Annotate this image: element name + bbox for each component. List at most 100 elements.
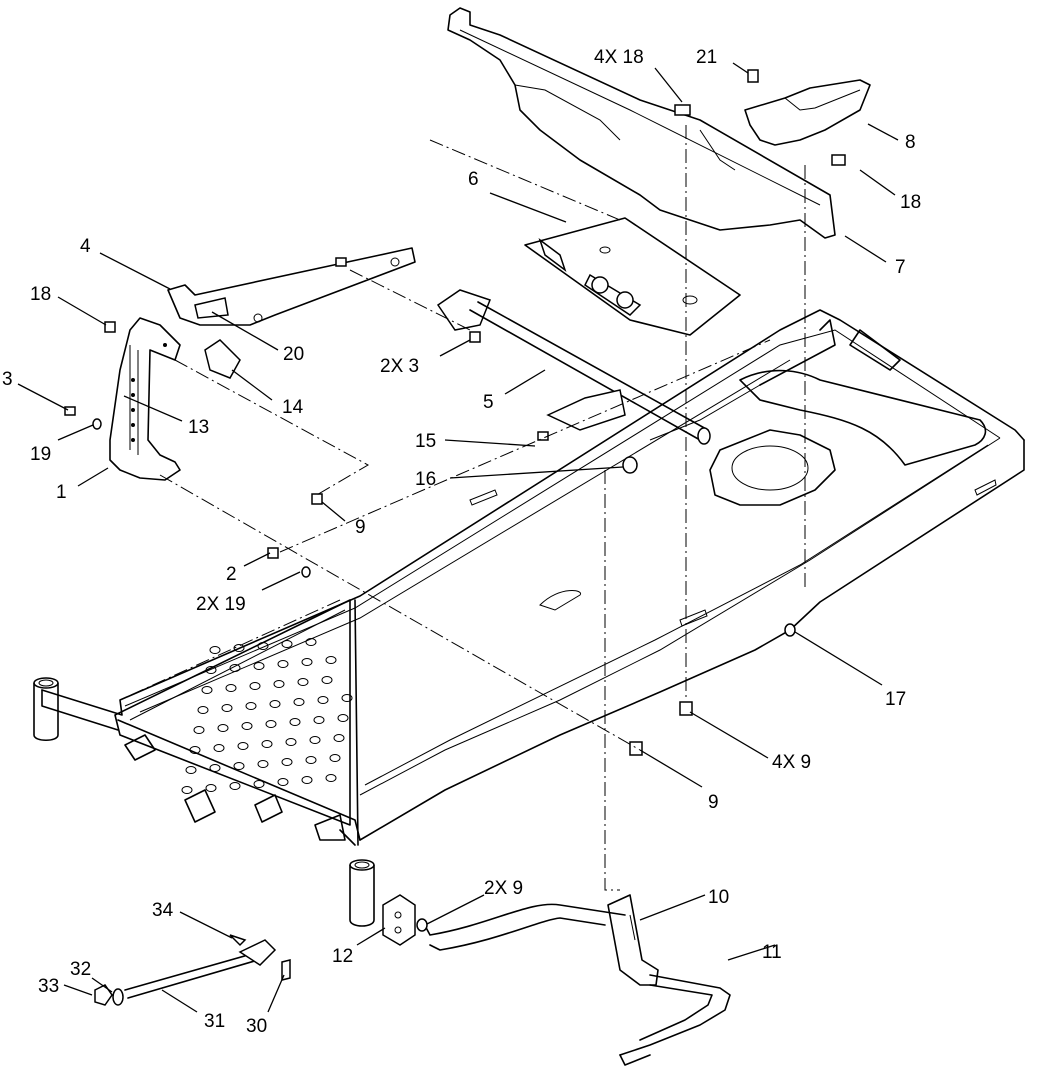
footplate-hole	[325, 774, 337, 782]
footplate-hole	[293, 698, 305, 706]
callout-17: 17	[885, 689, 906, 710]
hardware-30-33	[94, 959, 291, 1006]
footplate-hole	[325, 656, 337, 664]
footplate-hole	[213, 744, 225, 752]
footplate-hole	[285, 738, 297, 746]
footplate-hole	[201, 686, 213, 694]
footplate-hole	[273, 680, 285, 688]
footplate-hole	[301, 776, 313, 784]
callout-2x3: 2X 3	[380, 356, 419, 377]
footplate-hole	[329, 754, 341, 762]
footplate-hole	[197, 706, 209, 714]
part-14-pad	[204, 339, 241, 379]
callout-8: 8	[905, 132, 916, 153]
part-4-lever	[167, 247, 416, 326]
footplate-hole	[233, 762, 245, 770]
footplate-hole	[257, 642, 269, 650]
part-5-shaft	[436, 289, 711, 445]
footplate-hole	[241, 722, 253, 730]
footplate-hole	[313, 716, 325, 724]
footplate-hole	[209, 764, 221, 772]
left-caster-tube	[33, 677, 59, 742]
footplate-hole	[245, 702, 257, 710]
part-10-bracket	[607, 894, 659, 986]
footplate-hole	[233, 644, 245, 652]
footplate-hole	[209, 646, 221, 654]
callout-1: 1	[56, 482, 67, 503]
callout-32: 32	[70, 959, 91, 980]
footplate-hole	[317, 696, 329, 704]
part-1-quadrant	[109, 317, 181, 481]
footplate-hole	[301, 658, 313, 666]
footplate-hole	[297, 678, 309, 686]
footplate-hole	[333, 734, 345, 742]
footplate-hole	[261, 740, 273, 748]
footplate-hole	[341, 694, 353, 702]
footplate-hole	[221, 704, 233, 712]
footplate-hole	[277, 660, 289, 668]
footplate-holes	[181, 638, 353, 794]
leader-lines	[17, 62, 899, 1013]
footplate-hole	[305, 756, 317, 764]
footplate-hole	[193, 726, 205, 734]
callout-14: 14	[282, 397, 304, 418]
footplate-hole	[269, 700, 281, 708]
footplate-hole	[309, 736, 321, 744]
part-31-rod	[124, 934, 277, 999]
footplate-hole	[225, 684, 237, 692]
callout-15: 15	[415, 431, 436, 452]
callout-2x9: 2X 9	[484, 878, 523, 899]
callout-4x9: 4X 9	[772, 752, 811, 773]
callout-16: 16	[415, 469, 436, 490]
part-7-console	[447, 7, 836, 239]
footplate-hole	[253, 780, 265, 788]
footplate-hole	[281, 640, 293, 648]
footplate-hole	[205, 666, 217, 674]
callout-34: 34	[152, 900, 174, 921]
part-12-block	[382, 894, 416, 946]
footplate-hole	[253, 662, 265, 670]
footplate-hole	[189, 746, 201, 754]
footplate-hole	[281, 758, 293, 766]
callout-21: 21	[696, 47, 717, 68]
footplate-hole	[185, 766, 197, 774]
footplate-hole	[289, 718, 301, 726]
callout-18-left: 18	[30, 284, 51, 305]
footplate-hole	[229, 664, 241, 672]
callout-12: 12	[332, 946, 353, 967]
footplate-hole	[181, 786, 193, 794]
callout-6: 6	[468, 169, 479, 190]
callout-5: 5	[483, 392, 494, 413]
footplate-hole	[337, 714, 349, 722]
main-frame	[33, 309, 1025, 927]
footplate-hole	[229, 782, 241, 790]
callout-20: 20	[283, 344, 304, 365]
callout-3: 3	[2, 369, 13, 390]
callout-4x18: 4X 18	[594, 47, 644, 68]
footplate-hole	[217, 724, 229, 732]
footplate-hole	[265, 720, 277, 728]
callout-31: 31	[204, 1011, 225, 1032]
right-caster-tube	[349, 859, 375, 927]
callout-19: 19	[30, 444, 51, 465]
callout-30: 30	[246, 1016, 267, 1037]
callout-labels: 4X 18 21 8 18 7 6 4 18 20 2X 3 3 14 5 13…	[2, 47, 921, 1037]
callout-4: 4	[80, 236, 91, 257]
footplate-hole	[205, 784, 217, 792]
footplate-hole	[277, 778, 289, 786]
callout-2: 2	[226, 564, 237, 585]
part-8-bracket	[744, 79, 871, 146]
footplate-hole	[237, 742, 249, 750]
alignment-lines	[119, 125, 806, 891]
callout-2x19: 2X 19	[196, 594, 246, 615]
callout-11: 11	[762, 942, 782, 963]
fasteners	[64, 69, 846, 932]
callout-18-right: 18	[900, 192, 921, 213]
callout-13: 13	[188, 417, 209, 438]
footplate-hole	[257, 760, 269, 768]
part-6-plate	[524, 217, 741, 336]
callout-9-upper: 9	[355, 517, 366, 538]
callout-10: 10	[708, 887, 729, 908]
